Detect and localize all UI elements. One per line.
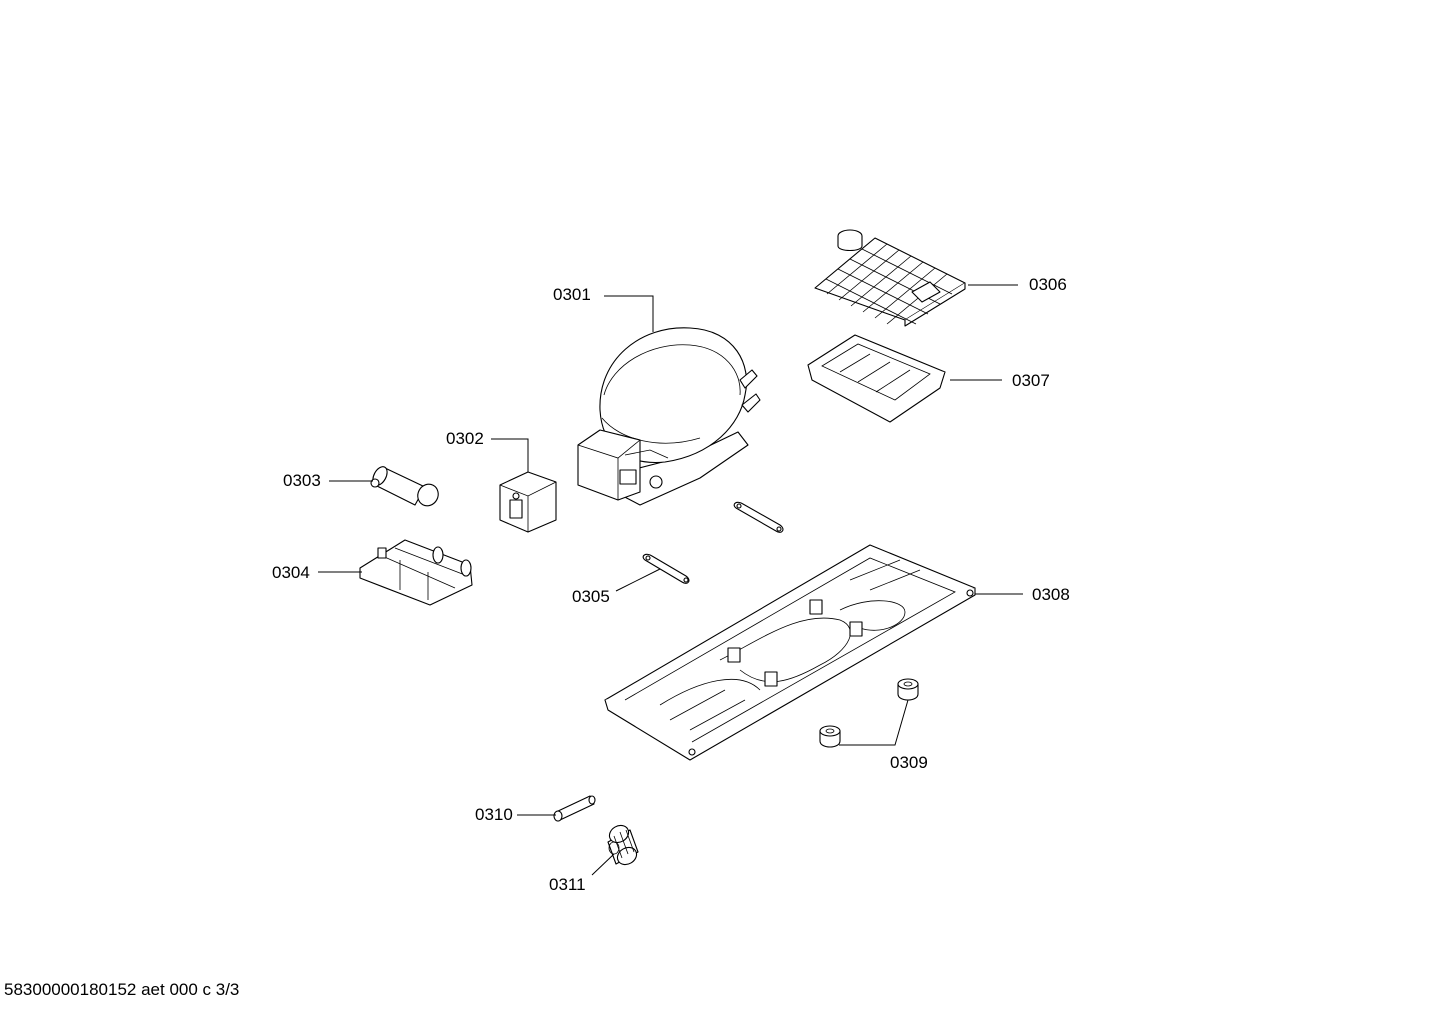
part-label-0311: 0311: [549, 875, 586, 894]
part-label-0303: 0303: [283, 471, 321, 490]
part-label-0301: 0301: [553, 285, 591, 304]
leader-line-0311: [591, 853, 615, 876]
leader-line-0305: [615, 568, 661, 592]
drip-tray-drawing: [807, 334, 946, 423]
part-label-0302: 0302: [446, 429, 484, 448]
pin-drawing: [553, 795, 596, 822]
part-label-0309: 0309: [890, 753, 928, 772]
knurled-nut-drawing: [607, 824, 639, 866]
part-label-0304: 0304: [272, 563, 310, 582]
grid-cover-drawing: [814, 229, 966, 327]
part-label-0308: 0308: [1032, 585, 1070, 604]
leader-line-0309: [839, 699, 909, 746]
part-label-0307: 0307: [1012, 371, 1050, 390]
compressor-drawing: [577, 327, 761, 506]
part-label-0305: 0305: [572, 587, 610, 606]
clamp-drawing: [642, 501, 784, 584]
leader-line-0301: [604, 295, 654, 332]
holder-drawing: [359, 539, 473, 606]
part-label-0306: 0306: [1029, 275, 1067, 294]
part-label-0310: 0310: [475, 805, 513, 824]
relay-drawing: [499, 471, 557, 533]
document-id-footer: 58300000180152 aet 000 c 3/3: [4, 980, 240, 999]
base-plate-drawing: [604, 544, 976, 761]
leader-line-0302: [491, 438, 529, 472]
foot-drawing: [819, 678, 919, 748]
capacitor-drawing: [370, 466, 439, 507]
